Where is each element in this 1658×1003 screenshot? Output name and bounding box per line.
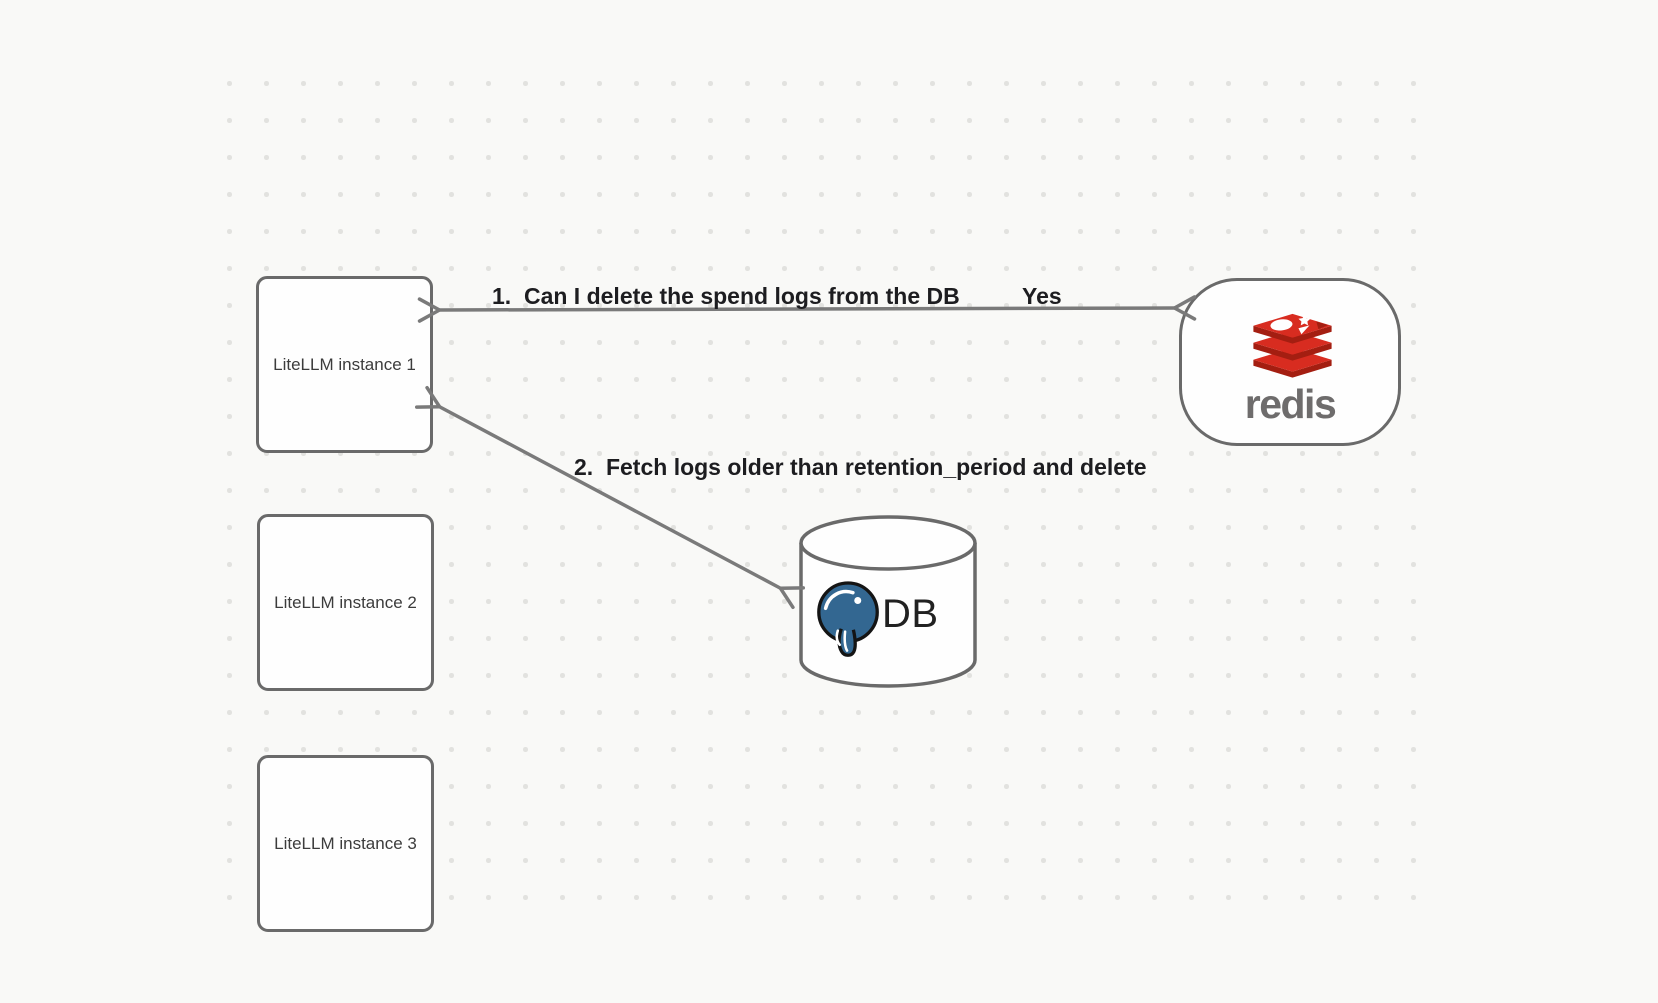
redis-wordmark: redis <box>1244 381 1337 427</box>
database-label: DB <box>882 592 939 636</box>
database-node: DB <box>798 514 978 690</box>
litellm-instance-2-node: LiteLLM instance 2 <box>257 514 434 691</box>
edge1-label: 1. Can I delete the spend logs from the … <box>492 283 960 309</box>
redis-node: redis <box>1179 278 1401 446</box>
edge2-label: 2. Fetch logs older than retention_perio… <box>574 454 1147 480</box>
litellm-instance-3-label: LiteLLM instance 3 <box>274 833 417 853</box>
redis-logo-icon <box>1253 313 1332 378</box>
postgresql-logo-icon <box>817 581 879 657</box>
litellm-instance-3-node: LiteLLM instance 3 <box>257 755 434 932</box>
litellm-instance-1-node: LiteLLM instance 1 <box>256 276 433 453</box>
edge1-reply-label: Yes <box>1022 283 1062 309</box>
litellm-instance-2-label: LiteLLM instance 2 <box>274 592 417 612</box>
litellm-instance-1-label: LiteLLM instance 1 <box>273 354 416 374</box>
